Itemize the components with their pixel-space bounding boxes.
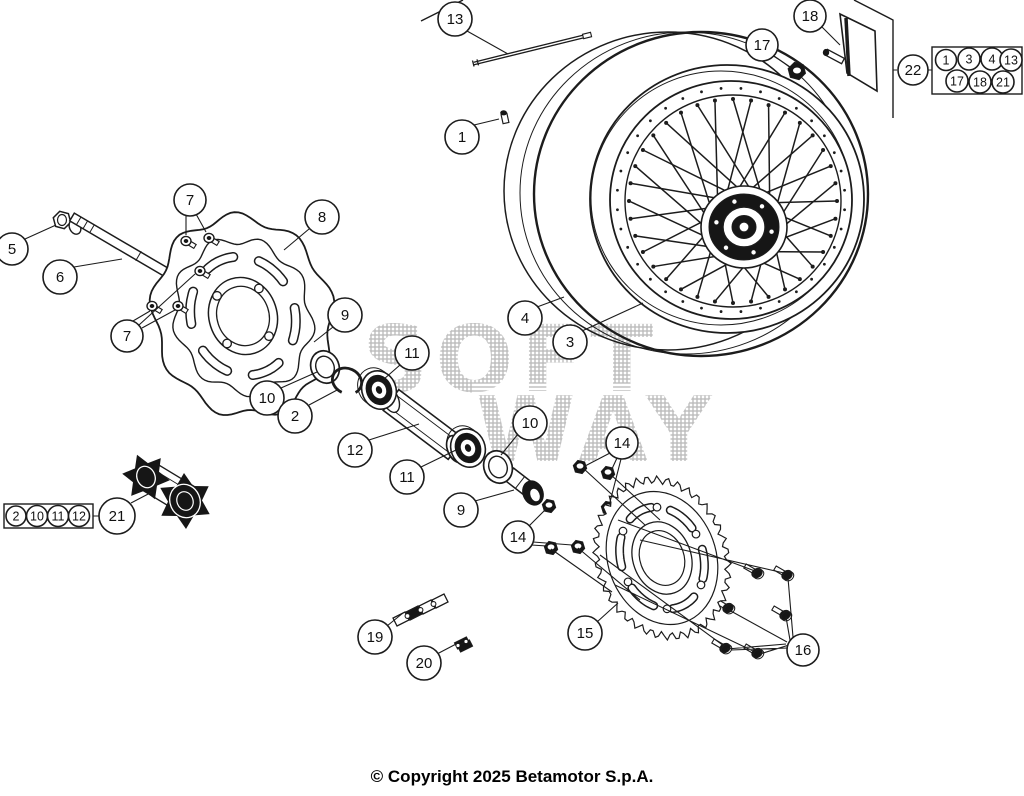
legend-item: 3 bbox=[966, 52, 973, 66]
brake-disc bbox=[148, 211, 336, 416]
svg-text:4: 4 bbox=[521, 310, 529, 327]
callout-11: 11 bbox=[394, 335, 430, 371]
svg-text:21: 21 bbox=[109, 508, 126, 525]
legend-item: 18 bbox=[973, 75, 987, 89]
rear-sprocket bbox=[592, 474, 732, 642]
callout-3: 3 bbox=[552, 324, 588, 360]
callout-2: 2 bbox=[277, 398, 313, 434]
leader-lines bbox=[24, 26, 932, 655]
callout-10-2: 10 bbox=[512, 405, 548, 441]
legend-item: 12 bbox=[72, 509, 86, 523]
svg-text:1: 1 bbox=[458, 129, 466, 146]
callout-5: 5 bbox=[0, 232, 29, 266]
callout-20: 20 bbox=[406, 645, 442, 681]
wheel-hub-part bbox=[122, 454, 210, 529]
svg-text:12: 12 bbox=[347, 442, 364, 459]
svg-text:9: 9 bbox=[457, 502, 465, 519]
wheel-hub-center bbox=[700, 185, 788, 269]
callout-9: 9 bbox=[327, 297, 363, 333]
spoke-part bbox=[471, 31, 593, 67]
legend-item: 17 bbox=[950, 74, 964, 88]
callout-12: 12 bbox=[337, 432, 373, 468]
legend-item: 10 bbox=[30, 509, 44, 523]
svg-text:22: 22 bbox=[905, 62, 922, 79]
svg-text:10: 10 bbox=[259, 390, 276, 407]
valve-stem bbox=[500, 110, 510, 125]
callout-15: 15 bbox=[567, 615, 603, 651]
rim-lock bbox=[822, 12, 878, 93]
svg-text:14: 14 bbox=[614, 435, 631, 452]
svg-text:6: 6 bbox=[56, 269, 64, 286]
callout-1: 1 bbox=[444, 119, 480, 155]
svg-text:7: 7 bbox=[123, 328, 131, 345]
svg-text:16: 16 bbox=[795, 642, 812, 659]
callout-6: 6 bbox=[42, 259, 78, 295]
legend-item: 4 bbox=[989, 52, 996, 66]
callout-10: 10 bbox=[249, 380, 285, 416]
callout-7: 7 bbox=[173, 183, 207, 217]
svg-text:11: 11 bbox=[404, 345, 420, 362]
svg-text:3: 3 bbox=[566, 334, 574, 351]
callout-17: 17 bbox=[745, 28, 779, 62]
svg-text:5: 5 bbox=[8, 241, 16, 258]
svg-text:8: 8 bbox=[318, 209, 326, 226]
callout-22: 22 bbox=[897, 54, 929, 86]
svg-text:11: 11 bbox=[399, 469, 415, 486]
legend-item: 11 bbox=[52, 509, 65, 523]
callout-18: 18 bbox=[793, 0, 827, 33]
callout-13: 13 bbox=[437, 1, 473, 37]
rim-lock-nut bbox=[787, 61, 807, 81]
legend-item: 13 bbox=[1004, 53, 1018, 67]
legend-item: 21 bbox=[996, 75, 1010, 89]
callout-9-2: 9 bbox=[443, 492, 479, 528]
svg-text:19: 19 bbox=[367, 629, 384, 646]
callout-14-2: 14 bbox=[501, 520, 535, 554]
svg-text:20: 20 bbox=[416, 655, 433, 672]
callout-4: 4 bbox=[507, 300, 543, 336]
legend-item: 1 bbox=[943, 53, 950, 67]
svg-text:14: 14 bbox=[510, 529, 527, 546]
svg-text:13: 13 bbox=[447, 11, 464, 28]
legend-hub-kit: 2 10 11 12 bbox=[3, 503, 94, 529]
legend-item: 2 bbox=[13, 509, 20, 523]
svg-text:9: 9 bbox=[341, 307, 349, 324]
legend-wheel-kit: 1 3 4 13 17 18 21 bbox=[931, 46, 1023, 95]
svg-text:2: 2 bbox=[291, 408, 299, 425]
svg-text:17: 17 bbox=[754, 37, 771, 54]
callout-11-2: 11 bbox=[389, 459, 425, 495]
svg-text:15: 15 bbox=[577, 625, 594, 642]
copyright-text: © Copyright 2025 Betamotor S.p.A. bbox=[370, 767, 654, 786]
svg-text:7: 7 bbox=[186, 192, 194, 209]
callout-16: 16 bbox=[786, 633, 820, 667]
callout-21: 21 bbox=[98, 497, 136, 535]
callout-8: 8 bbox=[304, 199, 340, 235]
chain-links bbox=[392, 593, 474, 653]
svg-text:10: 10 bbox=[522, 415, 539, 432]
callout-7-2: 7 bbox=[110, 319, 144, 353]
callout-19: 19 bbox=[357, 619, 393, 655]
svg-text:18: 18 bbox=[802, 8, 819, 25]
callout-14: 14 bbox=[605, 426, 639, 460]
